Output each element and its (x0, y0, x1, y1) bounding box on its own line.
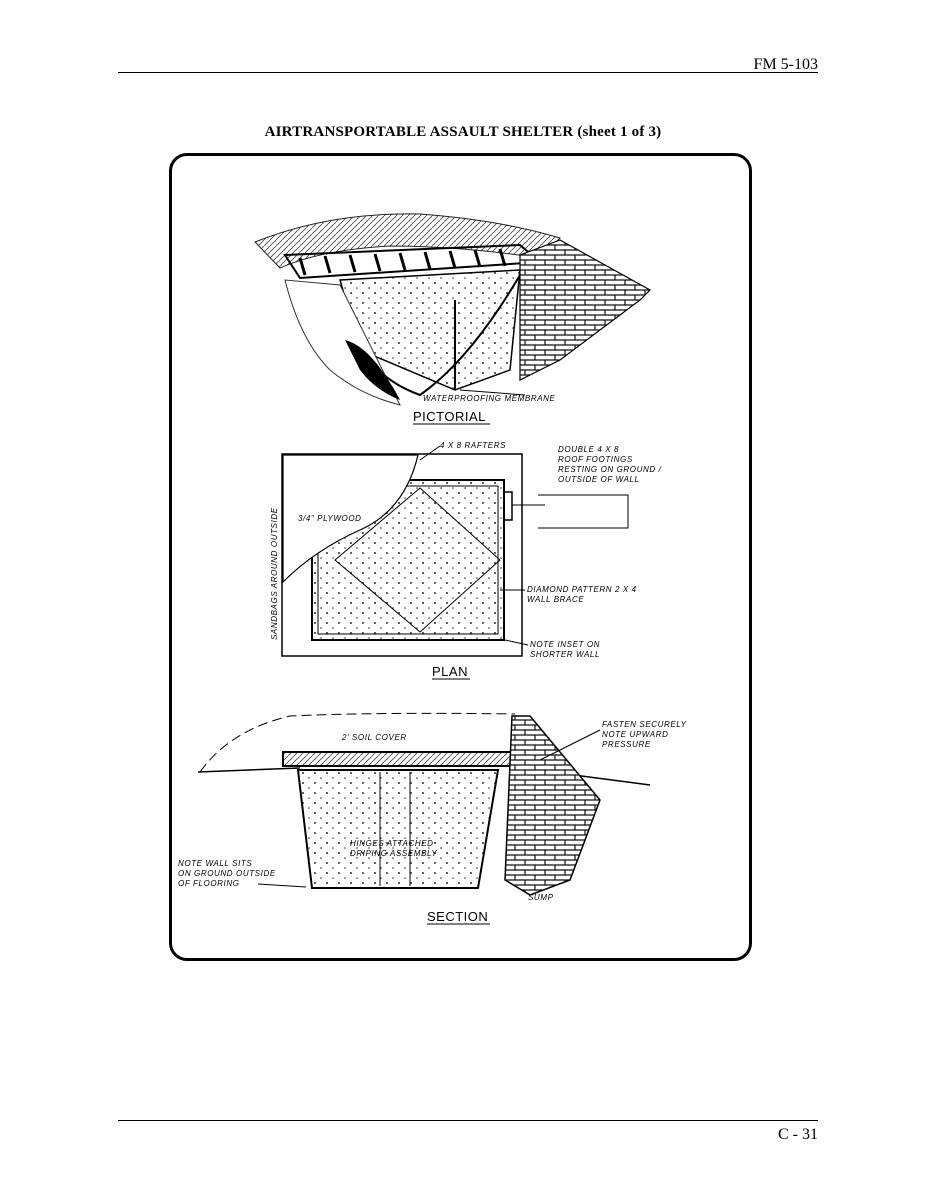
header-doc-id: FM 5-103 (753, 56, 818, 73)
section-pit (296, 769, 500, 889)
plan-label-brace-2: WALL BRACE (527, 595, 584, 604)
plan-outer-boundary (281, 453, 523, 657)
section-label-fasten-3: PRESSURE (602, 740, 651, 749)
section-label-hinges-2: DRIPING ASSEMBLY (350, 849, 437, 858)
plan-diamond-brace (334, 487, 501, 633)
section-roof (282, 751, 514, 767)
plan-label-inset-1: NOTE INSET ON (530, 640, 600, 649)
pictorial-soil-cover (254, 213, 561, 269)
plan-label-footings-3: RESTING ON GROUND / (558, 465, 662, 474)
pictorial-sandbags (519, 239, 651, 381)
figure-title: AIRTRANSPORTABLE ASSAULT SHELTER (sheet … (264, 124, 662, 140)
pictorial-caption: PICTORIAL (413, 409, 486, 424)
section-label-wall-2: ON GROUND OUTSIDE (178, 869, 276, 878)
plan-label-plywood: 3/4" PLYWOOD (298, 514, 362, 523)
plan-label-footings-1: DOUBLE 4 X 8 (558, 445, 619, 454)
pictorial-view: WATERPROOFING MEMBRANE PICTORIAL (254, 213, 651, 425)
plan-label-sandbags: SANDBAGS AROUND OUTSIDE (270, 507, 279, 640)
section-label-wall-3: OF FLOORING (178, 879, 240, 888)
plan-label-inset-2: SHORTER WALL (530, 650, 600, 659)
section-label-fasten-2: NOTE UPWARD (602, 730, 668, 739)
plan-label-footings-2: ROOF FOOTINGS (558, 455, 633, 464)
footer-page-number: C - 31 (778, 1126, 818, 1143)
pictorial-label-membrane: WATERPROOFING MEMBRANE (423, 394, 556, 403)
plan-label-rafters: 4 X 8 RAFTERS (440, 441, 506, 450)
header-rule (118, 72, 818, 73)
plan-view: 4 X 8 RAFTERS DOUBLE 4 X 8 ROOF FOOTINGS… (270, 441, 662, 680)
section-label-sump: SUMP (528, 893, 554, 902)
section-view: 2' SOIL COVER FASTEN SECURELY NOTE UPWAR… (178, 712, 687, 925)
plan-label-brace-1: DIAMOND PATTERN 2 X 4 (527, 585, 637, 594)
plan-plywood-cutaway (282, 454, 419, 584)
section-label-hinges-1: HINGES ATTACHED (350, 839, 434, 848)
footer-rule (118, 1120, 818, 1121)
section-label-fasten-1: FASTEN SECURELY (602, 720, 687, 729)
section-label-wall-1: NOTE WALL SITS (178, 859, 252, 868)
plan-label-footings-4: OUTSIDE OF WALL (558, 475, 640, 484)
plan-caption: PLAN (432, 664, 468, 679)
section-label-soil: 2' SOIL COVER (341, 733, 407, 742)
section-sandbag-wall (504, 715, 601, 896)
figure-frame (169, 153, 752, 961)
section-caption: SECTION (427, 909, 488, 924)
